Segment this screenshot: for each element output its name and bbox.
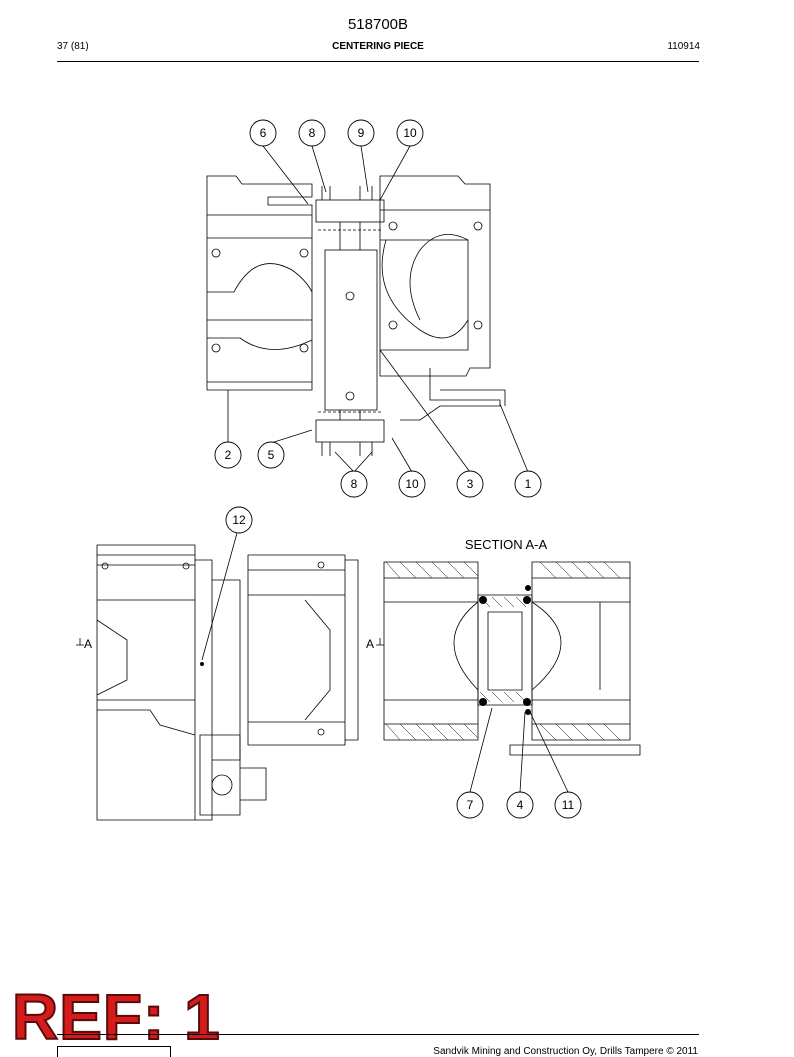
callout-12: 12 xyxy=(232,513,246,527)
footer-copyright: Sandvik Mining and Construction Oy, Dril… xyxy=(433,1046,698,1057)
callout-1: 1 xyxy=(525,477,532,491)
page-title: CENTERING PIECE xyxy=(332,41,424,52)
footer-rule xyxy=(57,1034,699,1035)
section-view xyxy=(383,561,641,756)
side-view xyxy=(76,544,384,821)
callout-8: 8 xyxy=(309,126,316,140)
callout-8-lower: 8 xyxy=(351,477,358,491)
callout-10: 10 xyxy=(403,126,417,140)
callout-6: 6 xyxy=(260,126,267,140)
callout-2: 2 xyxy=(225,448,232,462)
callout-9: 9 xyxy=(358,126,365,140)
section-marker-right: A xyxy=(366,637,374,651)
reference-stamp: REF: 1 xyxy=(11,981,221,1053)
callout-3: 3 xyxy=(467,477,474,491)
date-code: 110914 xyxy=(667,41,700,52)
section-label: SECTION A-A xyxy=(465,537,548,552)
top-view xyxy=(206,175,506,456)
document-number: 518700B xyxy=(347,16,409,33)
section-marker-left: A xyxy=(84,637,92,651)
callout-7: 7 xyxy=(467,798,474,812)
callout-4: 4 xyxy=(517,798,524,812)
footer-logo xyxy=(57,1046,171,1057)
header-rule xyxy=(57,61,699,62)
page-number: 37 (81) xyxy=(57,41,89,52)
callout-5: 5 xyxy=(268,448,275,462)
callout-11: 11 xyxy=(562,798,575,812)
callout-10-lower: 10 xyxy=(405,477,419,491)
